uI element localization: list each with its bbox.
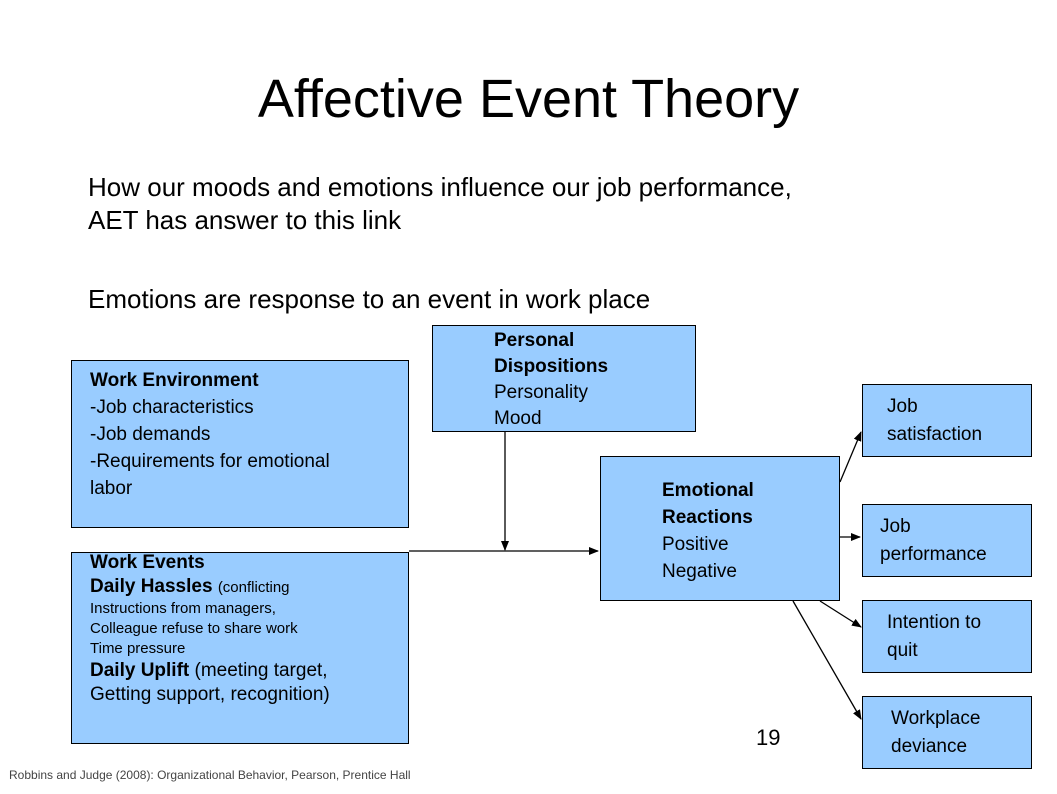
- arrow-to-job-satisfaction: [839, 431, 862, 483]
- job-satisfaction-box: Job satisfaction: [862, 384, 1032, 457]
- personal-dispositions-item: Personality: [494, 382, 588, 403]
- work-environment-item: -Job characteristics: [90, 397, 254, 418]
- daily-hassles-item: Time pressure: [90, 640, 186, 657]
- daily-uplift-detail: (meeting target,: [194, 660, 328, 681]
- bullet-line-2: AET has answer to this link: [88, 205, 402, 235]
- bullet-line-1: How our moods and emotions influence our…: [88, 172, 792, 202]
- work-environment-item: labor: [90, 478, 133, 499]
- intention-to-quit-label: quit: [887, 640, 918, 661]
- daily-uplift-line: Daily Uplift (meeting target,: [90, 659, 330, 683]
- slide-title: Affective Event Theory: [257, 69, 800, 129]
- job-satisfaction-label: satisfaction: [887, 424, 983, 445]
- bullet-line-3: Emotions are response to an event in wor…: [88, 284, 651, 314]
- work-events-heading: Work Events: [90, 552, 205, 573]
- emotional-reactions-heading: Emotional: [662, 480, 754, 501]
- daily-uplift-label: Daily Uplift: [90, 660, 190, 681]
- personal-dispositions-heading: Personal: [494, 330, 575, 351]
- personal-dispositions-item: Mood: [494, 408, 542, 429]
- personal-dispositions-box: Personal Dispositions Personality Mood: [432, 325, 696, 432]
- daily-hassles-line: Daily Hassles (conflicting: [90, 575, 330, 599]
- work-environment-heading: Work Environment: [90, 370, 259, 391]
- emotional-reactions-box: Emotional Reactions Positive Negative: [600, 456, 840, 601]
- job-satisfaction-label: Job: [887, 396, 918, 417]
- emotional-reactions-item: Positive: [662, 534, 729, 555]
- intention-to-quit-label: Intention to: [887, 612, 982, 633]
- daily-hassles-detail: (conflicting: [217, 579, 290, 596]
- daily-hassles-item: Instructions from managers,: [90, 600, 276, 617]
- work-events-box: Work Events Daily Hassles (conflicting I…: [71, 552, 409, 744]
- citation-footer: Robbins and Judge (2008): Organizational…: [9, 768, 411, 782]
- workplace-deviance-label: Workplace: [891, 708, 981, 729]
- page-number: 19: [756, 725, 781, 750]
- arrow-to-workplace-deviance: [792, 600, 862, 720]
- daily-uplift-item: Getting support, recognition): [90, 684, 330, 705]
- job-performance-label: performance: [880, 544, 987, 565]
- daily-hassles-label: Daily Hassles: [90, 576, 213, 597]
- job-performance-label: Job: [880, 516, 911, 537]
- intention-to-quit-box: Intention to quit: [862, 600, 1032, 673]
- daily-hassles-item: Colleague refuse to share work: [90, 620, 298, 637]
- job-performance-box: Job performance: [862, 504, 1032, 577]
- work-environment-item: -Job demands: [90, 424, 211, 445]
- work-environment-box: Work Environment -Job characteristics -J…: [71, 360, 409, 528]
- emotional-reactions-item: Negative: [662, 561, 737, 582]
- emotional-reactions-heading: Reactions: [662, 507, 753, 528]
- workplace-deviance-box: Workplace deviance: [862, 696, 1032, 769]
- work-environment-item: -Requirements for emotional: [90, 451, 330, 472]
- workplace-deviance-label: deviance: [891, 736, 968, 757]
- arrow-to-intention-to-quit: [819, 600, 862, 628]
- personal-dispositions-heading: Dispositions: [494, 356, 609, 377]
